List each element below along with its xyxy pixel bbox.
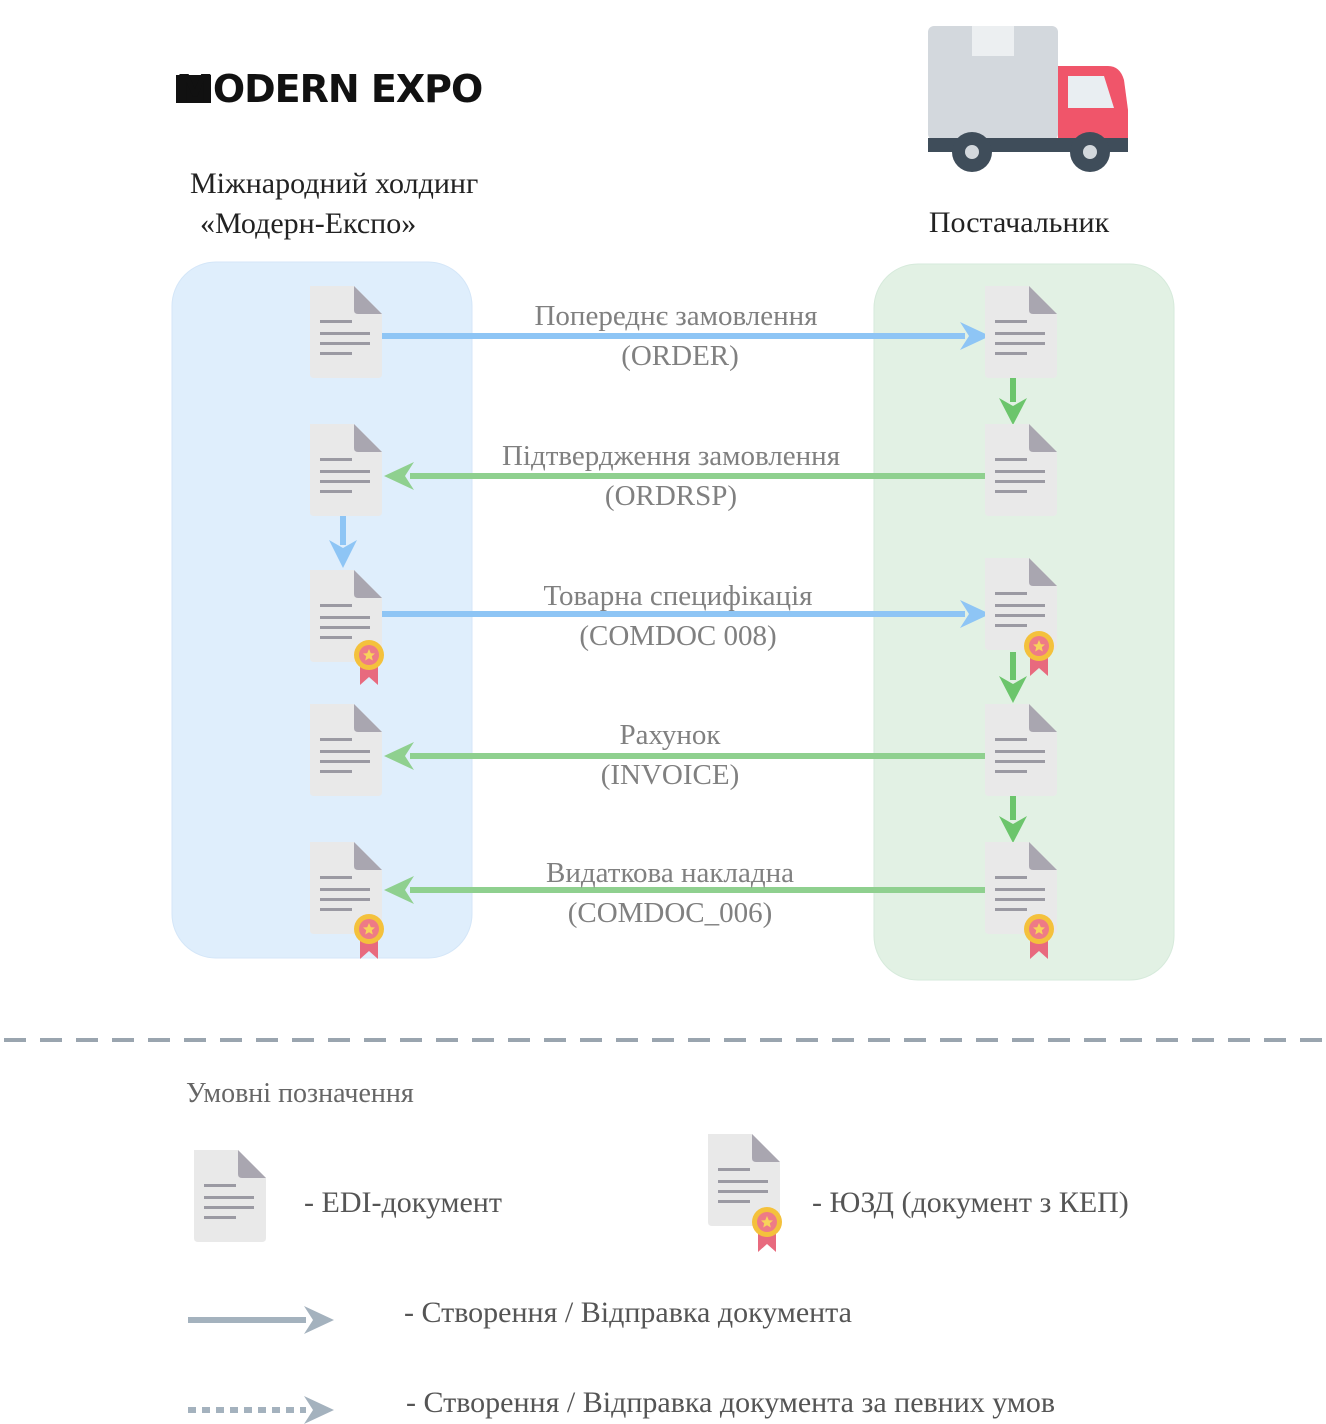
legend-signed-document: - ЮЗД (документ з КЕП) bbox=[812, 1186, 1129, 1219]
modern-expo-logo: MODERN EXPO bbox=[176, 67, 483, 111]
arrowhead-invoice bbox=[384, 742, 414, 770]
arrowhead-comdoc006 bbox=[384, 876, 414, 904]
message-label-line1: Підтвердження замовлення bbox=[502, 440, 840, 472]
message-label-line2: (INVOICE) bbox=[601, 759, 740, 791]
message-label-line1: Попереднє замовлення bbox=[534, 300, 817, 332]
legend-dotted-arrow bbox=[188, 1396, 334, 1424]
logo-text: MODERN EXPO bbox=[176, 67, 482, 111]
arrowhead-comdoc008 bbox=[960, 600, 990, 628]
message-label-line2: (ORDER) bbox=[621, 340, 739, 372]
holding-name-line2: «Модерн-Експо» bbox=[200, 207, 416, 240]
legend-solid-arrow bbox=[188, 1306, 334, 1334]
legend-solid-arrow-text: - Створення / Відправка документа bbox=[404, 1296, 852, 1329]
message-label-line2: (ORDRSP) bbox=[605, 480, 737, 512]
arrowhead-order bbox=[960, 322, 990, 350]
message-label-line1: Видаткова накладна bbox=[546, 857, 794, 889]
message-arrows bbox=[329, 322, 1027, 904]
legend-dotted-arrow-text: - Створення / Відправка документа за пев… bbox=[406, 1386, 1055, 1419]
truck-icon bbox=[928, 26, 1128, 172]
message-label-line1: Рахунок bbox=[619, 719, 721, 751]
legend-edi-document: - EDI-документ bbox=[304, 1186, 502, 1219]
ribbon-badge-icon bbox=[752, 1207, 782, 1252]
document-icon bbox=[194, 1150, 266, 1242]
message-label-line2: (COMDOC_006) bbox=[568, 897, 773, 929]
message-label-line1: Товарна специфікація bbox=[544, 580, 813, 612]
supplier-label: Постачальник bbox=[929, 206, 1110, 239]
legend-title: Умовні позначення bbox=[186, 1078, 414, 1109]
message-label-line2: (COMDOC 008) bbox=[579, 620, 776, 652]
holding-name-line1: Міжнародний холдинг bbox=[190, 167, 478, 200]
arrowhead-ordrsp bbox=[384, 462, 414, 490]
